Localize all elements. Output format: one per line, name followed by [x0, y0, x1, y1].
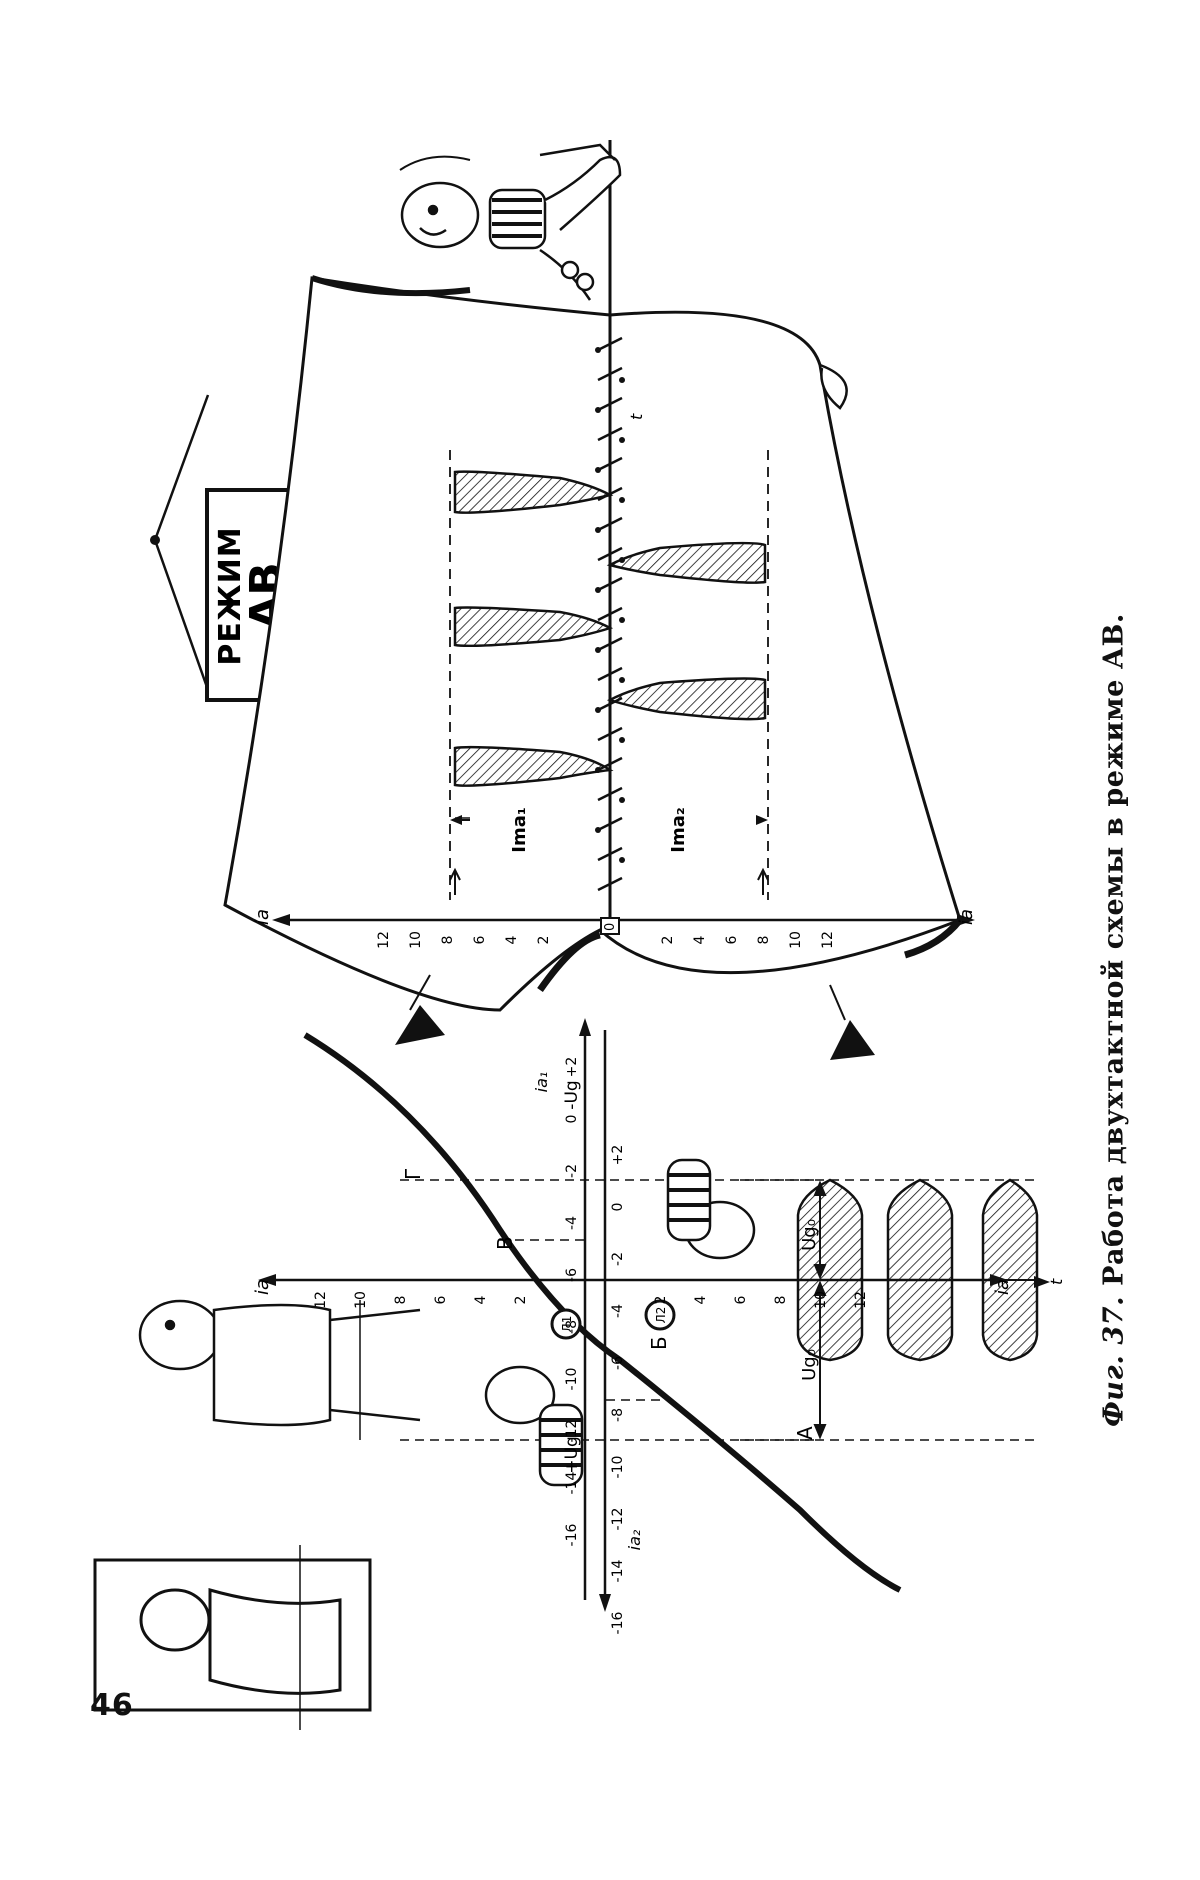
figure-caption: Фиг. 37. Работа двухтактной схемы в режи… — [1099, 613, 1130, 1427]
sheet-tick-label: 4 — [504, 935, 520, 944]
grid-voltage-tick-label: -2 — [610, 1252, 626, 1266]
plate-current-tick-label: 4 — [473, 1295, 489, 1304]
sheet-current-ticks-upper: 2 4 6 8 10 12 — [376, 931, 552, 949]
plate-current-tick-label: 12 — [313, 1291, 329, 1309]
sheet-axis-label-bottom: ia — [956, 909, 977, 925]
plate-current-tick-label: 6 — [433, 1295, 449, 1304]
axis-label-ia1: ia₁ — [532, 1072, 551, 1093]
grid-voltage-tick-label: -14 — [610, 1559, 626, 1582]
bias-label-left: Ug₀ — [799, 1219, 820, 1251]
grid-voltage-tick-label: -16 — [610, 1611, 626, 1634]
axis-label-ug-pos-upper: +Ug — [562, 1436, 582, 1473]
sheet-tick-label: 6 — [472, 935, 488, 944]
plate-current-tick-label: 10 — [353, 1291, 369, 1309]
grid-voltage-tick-label: -12 — [564, 1420, 580, 1443]
sheet-time-label: t — [627, 413, 646, 420]
grid-voltage-tick-label: -14 — [564, 1471, 580, 1494]
sheet-tick-label: 8 — [440, 936, 456, 945]
grid-voltage-tick-label: +2 — [610, 1145, 626, 1166]
grid-voltage-ticks-upper: -16 -14 -12 -10 -8 -6 -4 -2 0 +2 — [564, 1057, 580, 1547]
grid-voltage-tick-label: -10 — [610, 1456, 626, 1479]
axis-label-ia2: ia₂ — [625, 1529, 644, 1550]
axis-label-ug-neg-upper: -Ug — [562, 1080, 582, 1109]
boy-cutting-sheet-drawing — [399, 140, 622, 320]
plate-current-tick-label: 2 — [653, 1296, 669, 1305]
grid-voltage-tick-label: -10 — [564, 1368, 580, 1391]
point-label-b: Б — [647, 1336, 671, 1350]
grid-voltage-ticks-lower: +2 0 -2 -4 -6 -8 -10 -12 -14 -16 — [610, 1145, 626, 1635]
plate-current-tick-label: 8 — [393, 1296, 409, 1305]
plate-current-tick-label: 10 — [813, 1291, 829, 1309]
sheet-tick-label: 2 — [660, 936, 676, 945]
tube-label-2: Л2 — [654, 1307, 668, 1324]
plate-current-ticks-upper: 2 4 6 8 10 12 — [313, 1291, 529, 1309]
plate-current-tick-label: 6 — [733, 1295, 749, 1304]
grid-voltage-tick-label: -2 — [564, 1164, 580, 1178]
figure-caption-text: Работа двухтактной схемы в режиме АВ. — [1098, 613, 1130, 1286]
grid-signal-waveform — [796, 1178, 1039, 1362]
standing-boy-drawing — [138, 1299, 421, 1440]
plate-current-tick-label: 4 — [693, 1295, 709, 1304]
sign-line-1: РЕЖИМ — [213, 526, 248, 665]
plate-current-tick-label: 8 — [773, 1296, 789, 1305]
framed-portrait-drawing — [93, 1545, 372, 1730]
bias-label-right: Ug₀ — [799, 1349, 820, 1381]
grid-voltage-tick-label: -6 — [564, 1268, 580, 1282]
grid-voltage-tick-label: -12 — [610, 1508, 626, 1531]
point-label-v: В — [493, 1236, 517, 1250]
plate-current-ticks-lower: 2 4 6 8 10 12 — [653, 1291, 869, 1309]
tube-label-1: Л1 — [560, 1316, 574, 1333]
boys-on-axis-drawing — [484, 1158, 756, 1487]
sheet-amplitude-label-2: Ima₂ — [668, 807, 689, 852]
grid-voltage-tick-label: -16 — [564, 1523, 580, 1546]
grid-voltage-tick-label: -8 — [564, 1320, 580, 1334]
tube-characteristic: -16-14-12-10-8-6-4-20+2 +20-2-4-6-8-10-1… — [252, 1018, 1066, 1634]
grid-voltage-tick-label: -6 — [610, 1356, 626, 1370]
sheet-tick-label: 2 — [536, 936, 552, 945]
axis-label-ia-lower: ia — [992, 1279, 1013, 1295]
grid-voltage-tick-label: +2 — [564, 1057, 580, 1078]
output-sheet: 2 4 6 8 10 12 2 4 6 8 10 12 ia ia 0 Ima₁ Ima₂ t — [223, 275, 977, 1060]
grid-voltage-tick-label: -8 — [610, 1408, 626, 1422]
sheet-tick-label: 4 — [692, 935, 708, 944]
pulses-lower — [606, 541, 767, 721]
sheet-tick-label: 10 — [788, 931, 804, 949]
sheet-amplitude-label-1: Ima₁ — [509, 807, 530, 852]
sheet-current-ticks-lower: 2 4 6 8 10 12 — [660, 931, 836, 949]
sheet-axis-label-top: ia — [252, 909, 273, 925]
sheet-tick-label: 6 — [724, 935, 740, 944]
sheet-origin-label: 0 — [603, 923, 618, 931]
figure-caption-label: Фиг. 37. — [1098, 1295, 1130, 1427]
grid-voltage-tick-label: 0 — [610, 1203, 626, 1212]
grid-voltage-tick-label: -4 — [564, 1216, 580, 1230]
plate-current-tick-label: 12 — [853, 1291, 869, 1309]
pulses-upper — [453, 470, 614, 787]
grid-voltage-tick-label: -4 — [610, 1304, 626, 1318]
point-label-g: Г — [401, 1168, 425, 1180]
sheet-tick-label: 8 — [756, 936, 772, 945]
characteristic-time-label: t — [1047, 1278, 1066, 1285]
sheet-tick-label: 10 — [408, 931, 424, 949]
page-number: 46 — [90, 1688, 134, 1723]
point-label-a: А — [793, 1426, 817, 1440]
sheet-tick-label: 12 — [820, 931, 836, 949]
sheet-tick-label: 12 — [376, 931, 392, 949]
grid-voltage-tick-label: 0 — [564, 1115, 580, 1124]
plate-current-tick-label: 2 — [513, 1296, 529, 1305]
axis-label-ia-upper: ia — [252, 1279, 273, 1295]
